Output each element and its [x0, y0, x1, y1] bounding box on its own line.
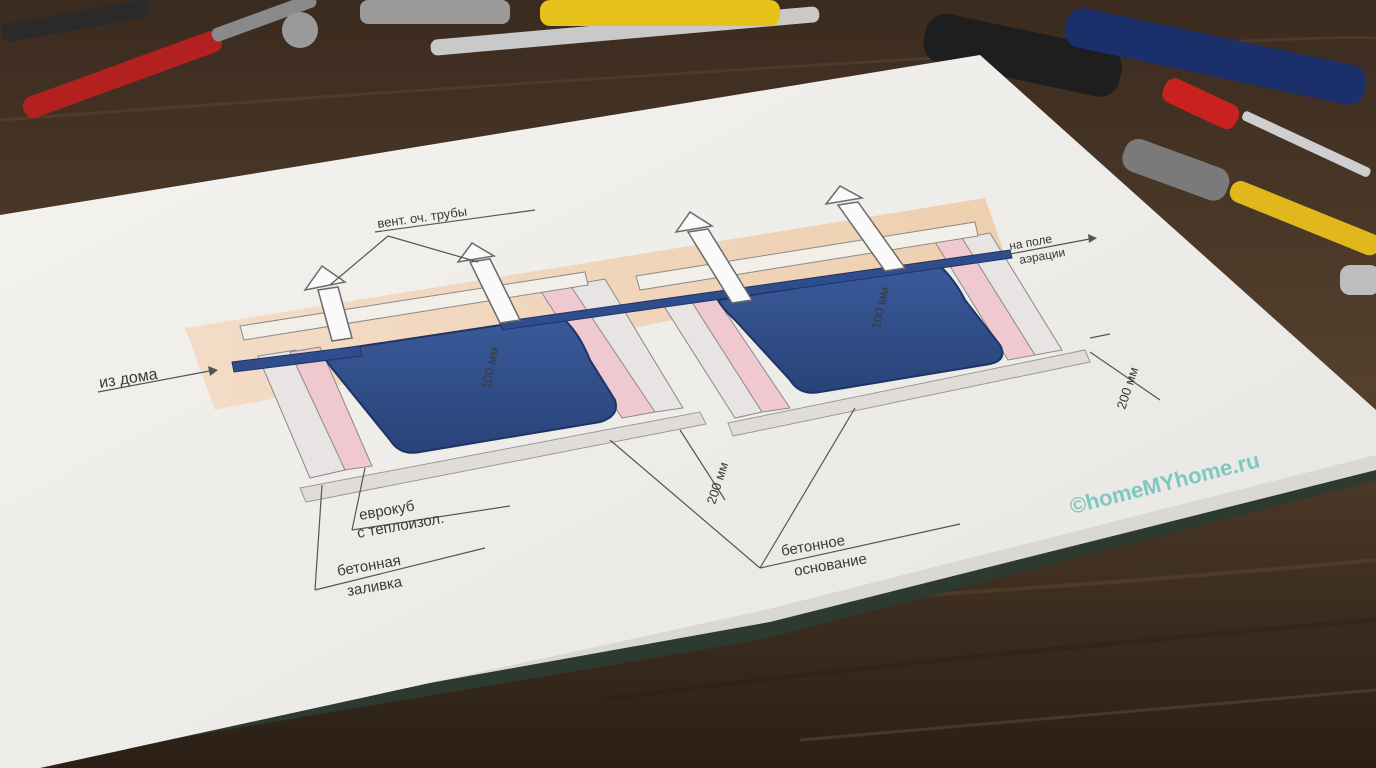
pliers-tool: [923, 7, 1376, 295]
eurocube-tank-left: [320, 314, 617, 454]
vent-arrow-3: [674, 210, 715, 234]
right-pit-walls: [659, 232, 1063, 419]
septic-diagram: вент. оч. трубы из дома на поле аэрации …: [97, 185, 1262, 600]
vent-pipe-1: [317, 286, 353, 342]
vent-pipe-4: [836, 201, 907, 272]
vent-pipes: [303, 185, 907, 342]
vent-arrow-2: [456, 242, 497, 264]
inlet-pipe: [231, 345, 363, 373]
eurocube-tank-right: [716, 264, 1004, 394]
vent-arrow-4: [824, 185, 865, 206]
vent-pipe-2: [468, 258, 522, 324]
concrete-base-left: [299, 411, 707, 503]
arrowhead-outlet: [1088, 234, 1097, 243]
paper-page: [0, 55, 1376, 768]
concrete-base-right: [727, 349, 1091, 437]
wrench-tool: [22, 0, 318, 118]
arrowhead-inlet: [208, 366, 218, 376]
vent-arrow-1: [303, 264, 347, 292]
vent-pipe-3: [686, 228, 754, 304]
screwdriver-tool: [1, 0, 820, 56]
leader-lines: [97, 209, 1161, 591]
